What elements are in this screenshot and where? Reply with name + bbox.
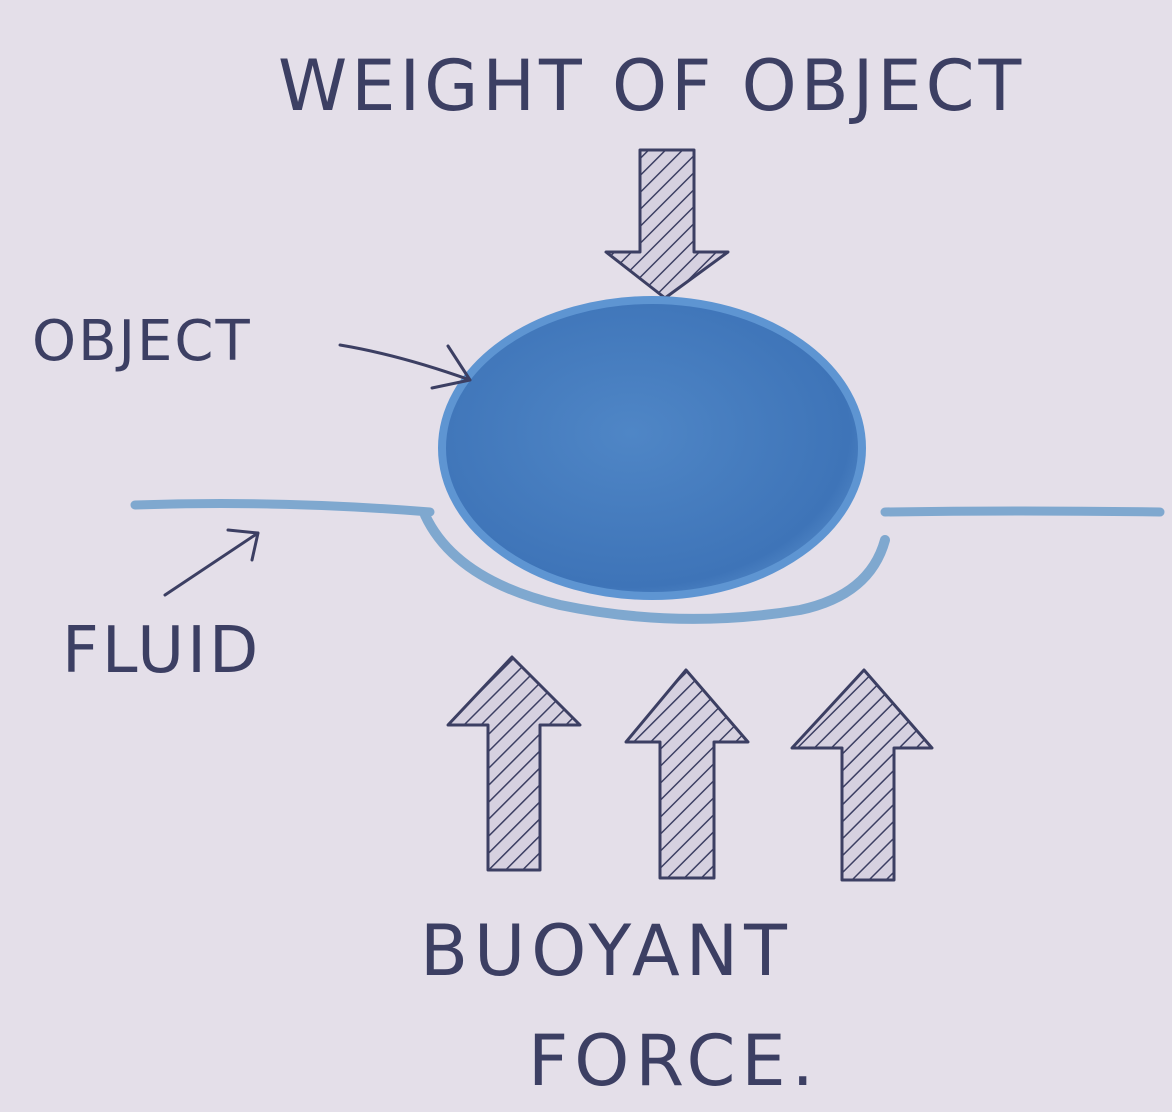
- object-label: OBJECT: [32, 309, 252, 374]
- buoyant-label-line1: BUOYANT: [420, 910, 793, 992]
- object-ball: [442, 300, 862, 596]
- weight-label: WEIGHT OF OBJECT: [278, 45, 1025, 127]
- fluid-label: FLUID: [62, 614, 261, 688]
- buoyant-arrows: [448, 657, 932, 880]
- buoyant-label-line2: FORCE.: [528, 1020, 820, 1102]
